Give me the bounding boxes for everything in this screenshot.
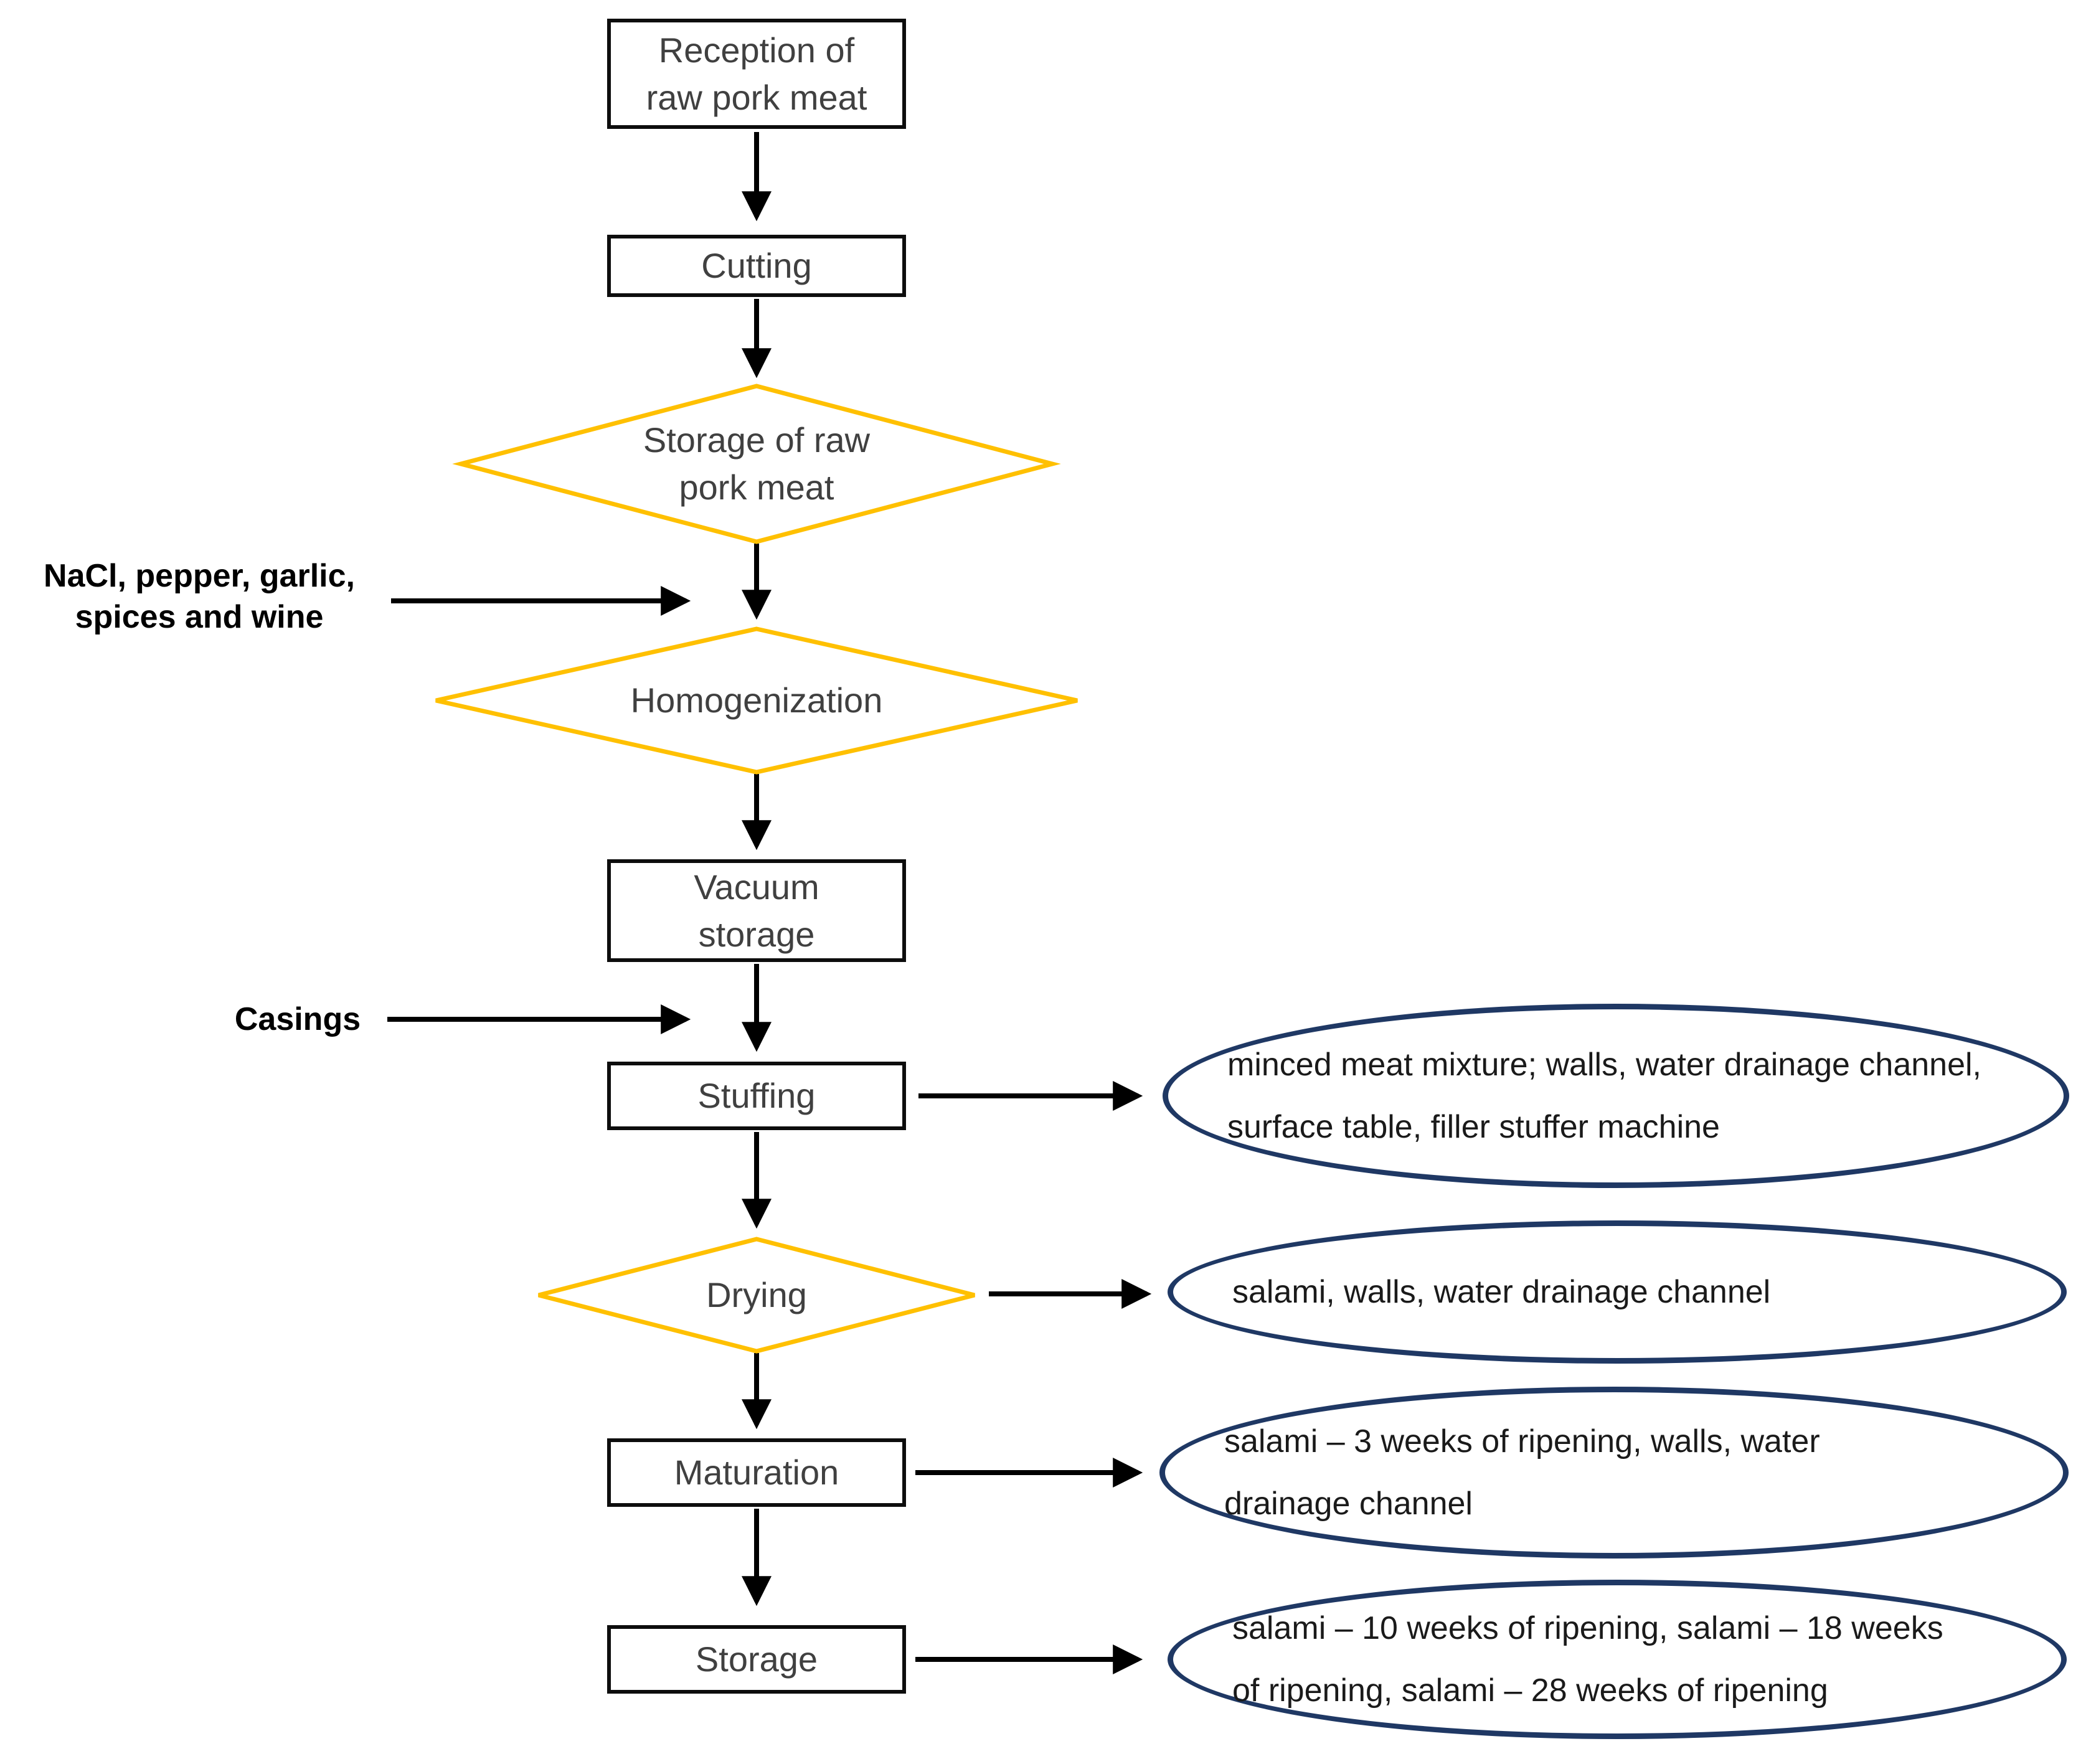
node-reception-line1: Reception of <box>658 30 855 70</box>
node-storage: Storage <box>607 1625 906 1694</box>
node-reception: Reception of raw pork meat <box>607 19 906 129</box>
diamond-storage-raw-pork <box>452 384 1061 544</box>
node-stuffing-label: Stuffing <box>697 1076 816 1115</box>
node-vacuum-line2: storage <box>698 914 815 954</box>
node-cutting-label: Cutting <box>701 246 812 285</box>
node-cutting: Cutting <box>607 235 906 297</box>
ellipse-drying-line1: salami, walls, water drainage channel <box>1232 1274 1771 1310</box>
ellipse-stuffing-output: minced meat mixture; walls, water draina… <box>1163 1004 2069 1188</box>
ellipse-storage-line1: salami – 10 weeks of ripening, salami – … <box>1232 1610 1943 1646</box>
ellipse-maturation-output: salami – 3 weeks of ripening, walls, wat… <box>1159 1387 2069 1559</box>
node-maturation: Maturation <box>607 1438 906 1507</box>
ellipse-stuffing-line1: minced meat mixture; walls, water draina… <box>1227 1047 1982 1083</box>
node-stuffing: Stuffing <box>607 1062 906 1130</box>
diamond-homogenization <box>435 626 1078 775</box>
node-reception-line2: raw pork meat <box>646 77 867 117</box>
diamond-drying <box>538 1237 975 1354</box>
casings-text: Casings <box>234 1001 361 1037</box>
ellipse-drying-output: salami, walls, water drainage channel <box>1168 1220 2067 1364</box>
ellipse-storage-line2: of ripening, salami – 28 weeks of ripeni… <box>1232 1672 1828 1709</box>
node-vacuum-storage: Vacuum storage <box>607 859 906 962</box>
casings-input-label: Casings <box>229 999 366 1040</box>
node-vacuum-line1: Vacuum <box>694 867 819 907</box>
ellipse-stuffing-line2: surface table, filler stuffer machine <box>1227 1109 1720 1145</box>
seasoning-line1: NaCl, pepper, garlic, <box>44 558 355 594</box>
node-storage-label: Storage <box>695 1639 818 1679</box>
node-maturation-label: Maturation <box>674 1453 839 1492</box>
seasoning-input-label: NaCl, pepper, garlic, spices and wine <box>25 555 374 638</box>
seasoning-line2: spices and wine <box>75 599 324 635</box>
ellipse-storage-output: salami – 10 weeks of ripening, salami – … <box>1168 1580 2067 1739</box>
ellipse-maturation-line1: salami – 3 weeks of ripening, walls, wat… <box>1224 1423 1820 1460</box>
ellipse-maturation-line2: drainage channel <box>1224 1486 1473 1522</box>
